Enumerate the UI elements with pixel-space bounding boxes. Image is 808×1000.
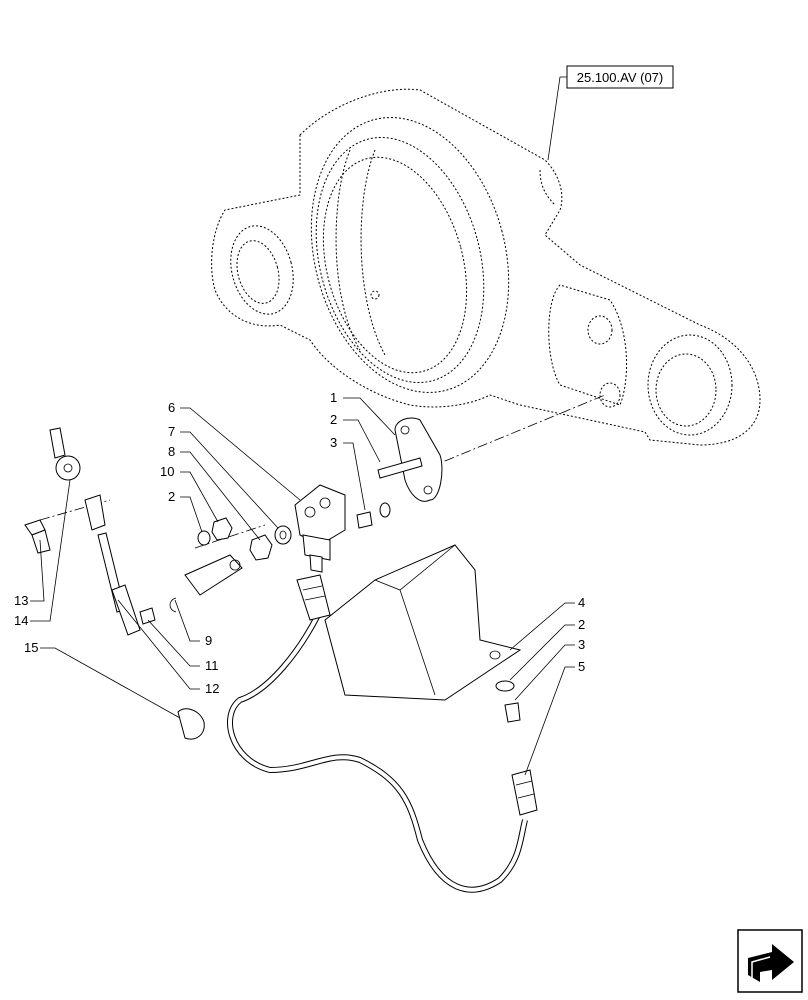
pin-12[interactable] [139, 607, 156, 625]
linkage-13[interactable] [24, 519, 51, 554]
circlip-11[interactable] [169, 597, 177, 613]
reference-box-label: 25.100.AV (07) [577, 70, 663, 85]
housing-phantom [211, 88, 761, 446]
callout-13: 13 [14, 593, 28, 608]
nut-8[interactable] [249, 534, 273, 561]
callout-15: 15 [24, 640, 38, 655]
callout-3: 3 [330, 435, 337, 450]
linkage-rod-12[interactable] [84, 494, 141, 636]
callout-5: 5 [578, 659, 585, 674]
callout-labels: 1 2 3 6 7 8 10 2 13 14 15 9 11 12 4 2 3 … [14, 390, 585, 696]
nut-10[interactable] [211, 517, 233, 541]
leader-lines [30, 397, 575, 776]
link-block-9[interactable] [184, 554, 243, 596]
callout-11: 11 [205, 658, 219, 673]
callout-7: 7 [168, 424, 175, 439]
callout-6: 6 [168, 400, 175, 415]
reference-box[interactable]: 25.100.AV (07) [566, 65, 674, 89]
callout-14: 14 [14, 613, 28, 628]
washer-2-lower[interactable] [495, 680, 515, 692]
callout-12: 12 [205, 681, 219, 696]
callout-2-left: 2 [168, 489, 175, 504]
next-page-arrow-icon[interactable] [737, 929, 803, 993]
harness-connector-lower[interactable] [511, 769, 538, 816]
callout-9: 9 [205, 633, 212, 648]
harness-connector-upper[interactable] [296, 574, 331, 621]
callout-10: 10 [160, 464, 174, 479]
callout-8: 8 [168, 444, 175, 459]
callout-2: 2 [330, 412, 337, 427]
washer-upper[interactable] [379, 502, 391, 518]
bracket-4[interactable] [324, 544, 522, 701]
axis-centerline-mid [194, 524, 266, 549]
callout-3-lower: 3 [578, 637, 585, 652]
bolt-upper[interactable] [356, 511, 373, 529]
reference-leader [547, 76, 567, 161]
rod-end-14[interactable] [49, 427, 81, 481]
bolt-3-lower[interactable] [504, 702, 521, 723]
callout-2-lower: 2 [578, 617, 585, 632]
sensor-flange[interactable] [377, 417, 443, 502]
callout-1: 1 [330, 390, 337, 405]
clamp-15[interactable] [177, 708, 205, 740]
washer-7[interactable] [274, 525, 292, 545]
axis-centerline-right [427, 394, 606, 469]
callout-4: 4 [578, 595, 585, 610]
position-sensor[interactable] [294, 484, 346, 573]
washer-2-left[interactable] [197, 530, 211, 546]
wiring-harness[interactable] [227, 613, 528, 893]
